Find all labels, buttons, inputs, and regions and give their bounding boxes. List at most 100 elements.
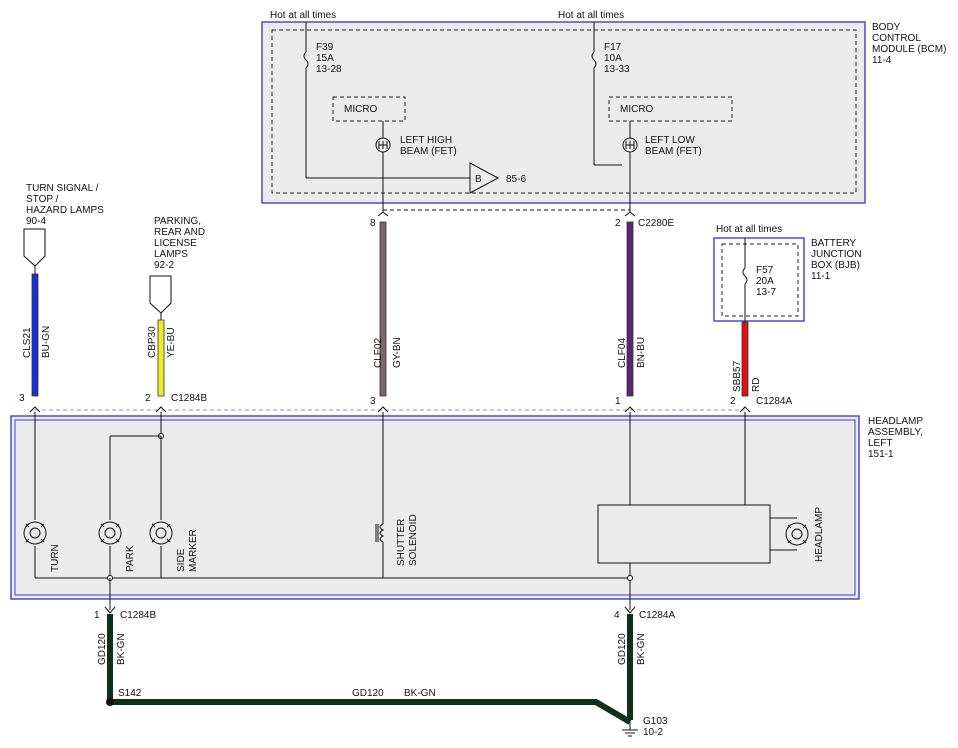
wire-sbb57-color: RD bbox=[751, 378, 762, 392]
wire-clf04 bbox=[626, 221, 634, 397]
pin-2-chevron bbox=[155, 406, 167, 413]
clf04-pin-1: 1 bbox=[615, 396, 621, 407]
turn-ref-3: HAZARD LAMPS bbox=[26, 205, 104, 216]
c2280e-pin8-chevron bbox=[377, 211, 389, 217]
pin-3b-chevron bbox=[377, 406, 389, 413]
bjb-box bbox=[713, 237, 805, 322]
wire-cbp30-code: CBP30 bbox=[147, 326, 158, 358]
turn-ref-1: TURN SIGNAL / bbox=[26, 183, 99, 194]
bottom-pin-4: 4 bbox=[614, 610, 620, 621]
headlamp-assembly-label-3: LEFT bbox=[868, 438, 892, 449]
c2280e-pin2-chevron bbox=[624, 211, 636, 217]
turn-ref-arrow-icon bbox=[23, 228, 46, 267]
f39-rating: 15A bbox=[316, 53, 334, 64]
pin-3-chevron bbox=[29, 406, 41, 413]
bjb-label-3: BOX (BJB) bbox=[811, 260, 860, 271]
ground-g103-icon bbox=[622, 720, 638, 737]
c2280e-label: C2280E bbox=[638, 218, 674, 229]
c1284a-label: C1284A bbox=[756, 396, 792, 407]
bjb-inner bbox=[721, 243, 799, 317]
hot-at-all-times-2: Hot at all times bbox=[558, 10, 624, 21]
wire-gd120-horiz-code: GD120 bbox=[352, 688, 384, 699]
f57-fuse-icon bbox=[742, 267, 748, 285]
buffer-ref: 85-6 bbox=[506, 174, 526, 185]
park-ref-1: PARKING, bbox=[154, 216, 201, 227]
bcm-label-3: MODULE (BCM) bbox=[872, 44, 946, 55]
park-bulb-icon bbox=[98, 521, 122, 545]
wire-sbb57 bbox=[741, 321, 749, 397]
wire-gd120-horiz-color: BK-GN bbox=[404, 688, 436, 699]
wire-cls21-code: CLS21 bbox=[22, 327, 33, 358]
high-beam-fet-symbol bbox=[378, 141, 388, 149]
bcm-module-box bbox=[261, 21, 866, 204]
ground-g103-ref: 10-2 bbox=[643, 727, 663, 738]
f39-fuse-icon bbox=[303, 51, 309, 69]
f17-rating: 10A bbox=[604, 53, 622, 64]
wire-gd120-horizontal bbox=[110, 699, 632, 725]
high-beam-fet-label-2: BEAM (FET) bbox=[400, 146, 457, 157]
pin-1-chevron bbox=[624, 406, 636, 413]
turn-ref-4: 90-4 bbox=[26, 216, 46, 227]
bcm-label-1: BODY bbox=[872, 22, 901, 33]
wire-gd120-right-code: GD120 bbox=[617, 633, 628, 665]
headlamp-assembly-label-2: ASSEMBLY, bbox=[868, 427, 923, 438]
c1284a-pin-2: 2 bbox=[730, 396, 736, 407]
wire-clf02-code: CLF02 bbox=[373, 338, 384, 368]
low-beam-fet-label-1: LEFT LOW bbox=[645, 135, 695, 146]
turn-ref-2: STOP / bbox=[26, 194, 59, 205]
f39-ref: 13-28 bbox=[316, 64, 342, 75]
headlamp-bulb-icon bbox=[785, 522, 809, 546]
wire-clf02-color: GY-BN bbox=[392, 337, 403, 368]
park-ref-5: 92-2 bbox=[154, 260, 174, 271]
bcm-module-inner bbox=[271, 29, 857, 194]
headlamp-assembly-label-1: HEADLAMP bbox=[868, 416, 923, 427]
wire-cbp30-color: YE-BU bbox=[166, 327, 177, 358]
wire-gd120-right bbox=[627, 614, 633, 720]
turn-label: TURN bbox=[50, 544, 61, 572]
micro-label-1: MICRO bbox=[344, 104, 378, 115]
bjb-label-4: 11-1 bbox=[811, 271, 831, 282]
shutter-solenoid-coil-icon bbox=[375, 523, 385, 543]
wire-clf04-code: CLF04 bbox=[617, 338, 628, 368]
bcm-label-2: CONTROL bbox=[872, 33, 921, 44]
park-ref-arrow-icon bbox=[149, 275, 172, 314]
f17-fuse-icon bbox=[591, 51, 597, 69]
pin-2c-chevron bbox=[739, 406, 751, 413]
park-ref-2: REAR AND bbox=[154, 227, 205, 238]
wire-cls21-color: BU-GN bbox=[41, 326, 52, 358]
splice-s142-label: S142 bbox=[118, 688, 142, 699]
wire-gd120-left bbox=[107, 614, 113, 702]
headlamp-assembly-label-4: 151-1 bbox=[868, 449, 894, 460]
shutter-label-1: SHUTTER bbox=[396, 519, 407, 566]
low-beam-fet-label-2: BEAM (FET) bbox=[645, 146, 702, 157]
headlamp-module-box bbox=[597, 504, 771, 564]
shutter-label-2: SOLENOID bbox=[408, 514, 419, 566]
park-ref-4: LAMPS bbox=[154, 249, 188, 260]
bjb-label-2: JUNCTION bbox=[811, 249, 862, 260]
side-marker-label-1: SIDE bbox=[176, 548, 187, 572]
f17-ref: 13-33 bbox=[604, 64, 630, 75]
headlamp-assembly-inner bbox=[14, 419, 856, 596]
bottom-pin-1: 1 bbox=[94, 610, 100, 621]
bottom-pin-1-chevron bbox=[104, 606, 116, 614]
micro-label-2: MICRO bbox=[620, 104, 654, 115]
turn-bulb-icon bbox=[23, 521, 47, 545]
c2280e-pin-2: 2 bbox=[615, 218, 621, 229]
bjb-label-1: BATTERY bbox=[811, 238, 857, 249]
wire-sbb57-code: SBB57 bbox=[732, 360, 743, 392]
c1284b-pin-3: 3 bbox=[19, 393, 25, 404]
wire-gd120-left-code: GD120 bbox=[97, 633, 108, 665]
wire-clf02 bbox=[379, 221, 387, 397]
c1284b-label: C1284B bbox=[171, 393, 207, 404]
side-marker-bulb-icon bbox=[149, 521, 173, 545]
park-ref-3: LICENSE bbox=[154, 238, 197, 249]
c2280e-pin-8: 8 bbox=[370, 218, 376, 229]
f57-name: F57 bbox=[756, 265, 774, 276]
side-marker-label-2: MARKER bbox=[188, 529, 199, 572]
bcm-label-4: 11-4 bbox=[872, 55, 892, 66]
micro-box-1 bbox=[332, 96, 406, 122]
micro-box-2 bbox=[608, 96, 733, 122]
headlamp-label: HEADLAMP bbox=[814, 507, 825, 562]
bottom-c1284a-label: C1284A bbox=[639, 610, 675, 621]
